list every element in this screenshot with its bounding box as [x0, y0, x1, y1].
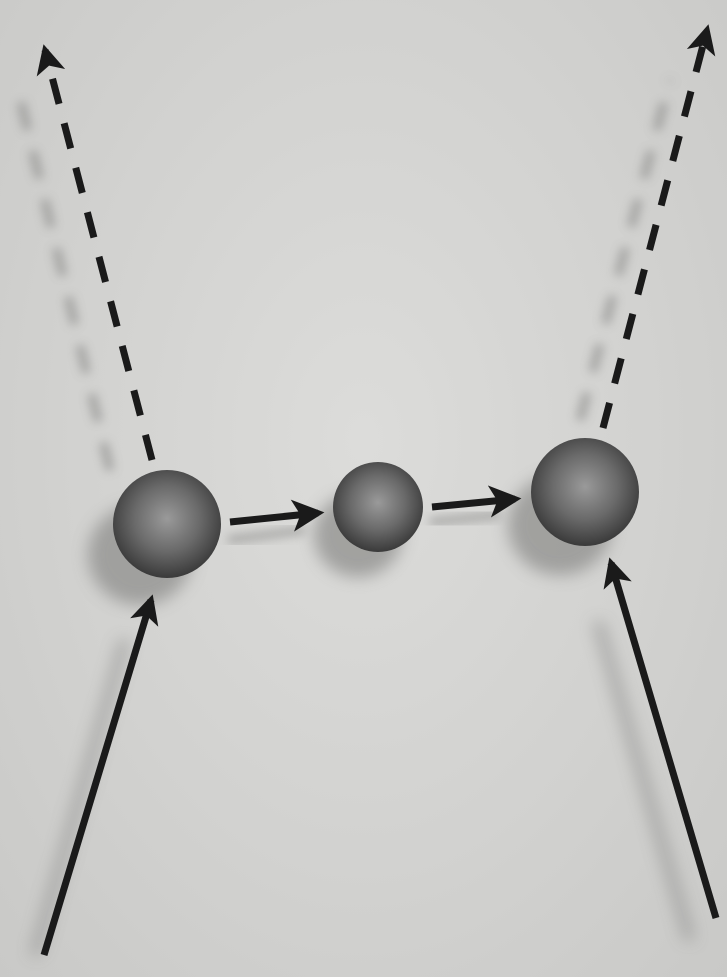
- transfer-arrow-left-shadow: [228, 530, 305, 540]
- transfer-arrow-right-shadow: [430, 515, 500, 522]
- outgoing-dashed-arrow-right-shadow: [580, 80, 670, 420]
- right-sphere: [531, 438, 639, 546]
- incoming-arrow-left-shadow: [35, 640, 125, 955]
- outgoing-dashed-arrow-right: [603, 30, 707, 428]
- transfer-arrow-left-to-middle: [230, 513, 318, 522]
- middle-sphere: [333, 462, 423, 552]
- incoming-arrow-left: [44, 600, 151, 955]
- transfer-arrow-middle-to-right: [432, 499, 515, 507]
- left-sphere: [113, 470, 221, 578]
- outgoing-dashed-arrow-left-shadow: [18, 90, 110, 470]
- incoming-arrow-right: [611, 563, 716, 918]
